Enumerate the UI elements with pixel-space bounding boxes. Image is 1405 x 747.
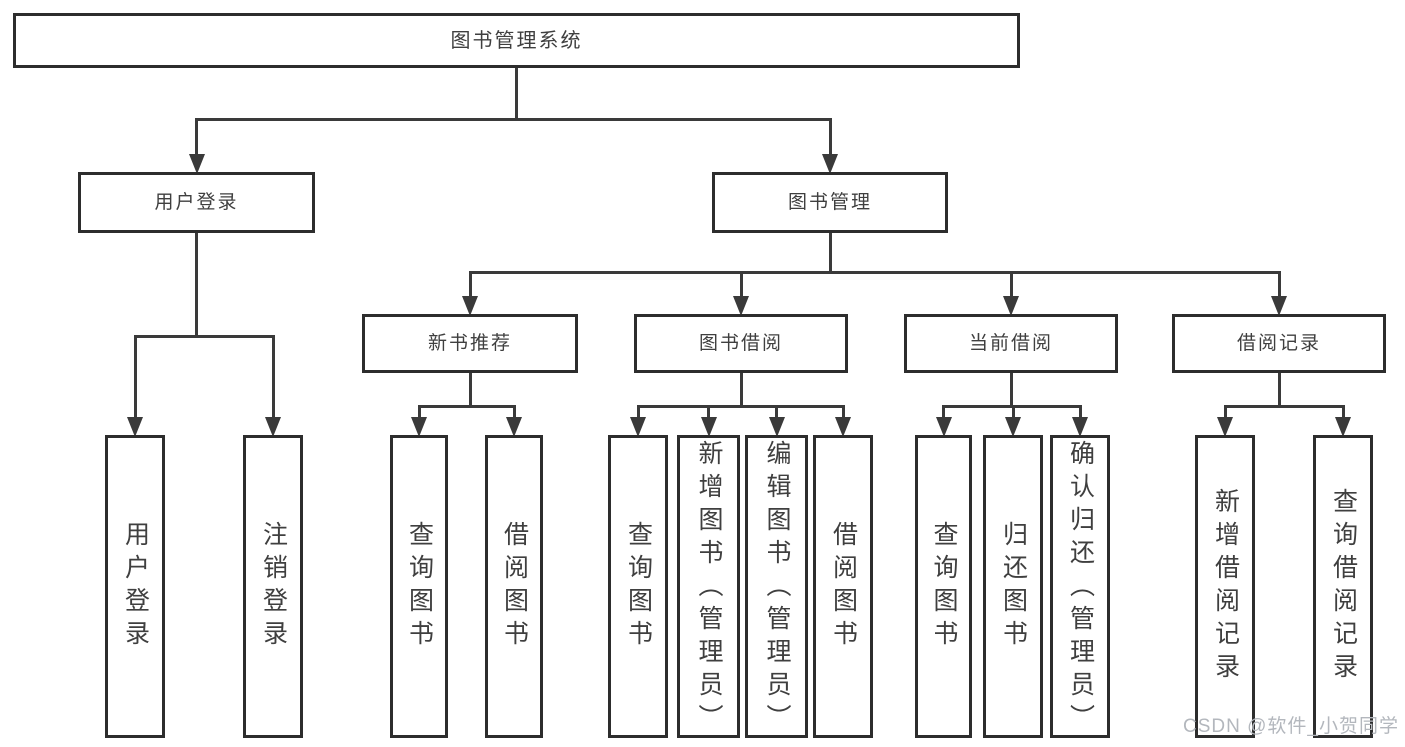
arrowhead-leaf-return-book (1005, 417, 1021, 437)
tree-node-label: 归还图书 (999, 520, 1028, 653)
arrowhead-leaf-logout (265, 417, 281, 437)
tree-node-leaf-query-book-1: 查询图书 (390, 435, 448, 738)
connector-drop-leaf-query-book-1 (417, 406, 421, 417)
tree-node-label: 注销登录 (259, 520, 288, 653)
connector-rail-borrow-records (1223, 404, 1345, 408)
arrowhead-leaf-borrow-book-2 (835, 417, 851, 437)
tree-node-leaf-add-record: 新增借阅记录 (1195, 435, 1255, 738)
tree-node-label: 查询借阅记录 (1329, 487, 1358, 686)
connector-drop-leaf-query-book-2 (636, 406, 640, 417)
connector-drop-leaf-add-record (1223, 406, 1227, 417)
connector-drop-new-book-rec (468, 272, 472, 296)
tree-node-book-mgmt: 图书管理 (712, 172, 948, 233)
tree-node-label: 借阅记录 (1236, 333, 1321, 354)
tree-node-label: 图书管理 (787, 192, 872, 213)
arrowhead-leaf-query-book-2 (630, 417, 646, 437)
connector-drop-leaf-add-book (707, 406, 710, 417)
tree-node-root: 图书管理系统 (13, 13, 1020, 68)
tree-node-label: 用户登录 (121, 520, 150, 653)
tree-node-label: 用户登录 (154, 192, 239, 213)
arrowhead-leaf-query-book-3 (935, 417, 952, 437)
tree-node-leaf-edit-book: 编辑图书（管理员） (745, 435, 808, 738)
connector-drop-leaf-borrow-book-2 (841, 406, 845, 417)
tree-node-label: 图书管理系统 (450, 29, 583, 52)
tree-node-label: 编辑图书（管理员） (763, 439, 791, 737)
connector-drop-book-mgmt (828, 119, 832, 154)
connector-stem-new-book-rec (468, 373, 472, 406)
tree-node-label: 图书借阅 (698, 333, 783, 354)
connector-drop-leaf-logout (271, 336, 275, 417)
connector-rail-book-borrow (636, 404, 845, 408)
tree-node-leaf-borrow-book-1: 借阅图书 (485, 435, 543, 738)
connector-stem-book-borrow (739, 373, 743, 406)
tree-node-label: 借阅图书 (829, 520, 858, 653)
arrowhead-leaf-user-login (127, 417, 143, 437)
tree-node-leaf-query-book-3: 查询图书 (915, 435, 972, 738)
tree-node-label: 新增借阅记录 (1211, 487, 1240, 686)
tree-node-user-login: 用户登录 (78, 172, 315, 233)
arrowhead-current-borrow (1003, 296, 1019, 316)
connector-rail-root (195, 117, 832, 121)
arrowhead-book-borrow (733, 296, 749, 316)
arrowhead-leaf-add-record (1217, 417, 1233, 437)
arrowhead-new-book-rec (462, 296, 478, 316)
connector-drop-leaf-user-login (133, 336, 137, 417)
tree-node-label: 确认归还（管理员） (1066, 439, 1095, 737)
tree-node-new-book-rec: 新书推荐 (362, 314, 578, 373)
arrowhead-leaf-query-record (1335, 417, 1351, 437)
arrowhead-leaf-confirm-return (1072, 417, 1088, 437)
arrowhead-book-mgmt (822, 154, 838, 174)
tree-node-leaf-logout: 注销登录 (243, 435, 303, 738)
tree-node-label: 查询图书 (405, 520, 434, 653)
connector-drop-borrow-records (1277, 272, 1281, 296)
connector-drop-leaf-return-book (1011, 406, 1015, 417)
tree-node-borrow-records: 借阅记录 (1172, 314, 1386, 373)
tree-node-leaf-return-book: 归还图书 (983, 435, 1043, 738)
connector-stem-borrow-records (1277, 373, 1281, 406)
connector-drop-leaf-query-record (1341, 406, 1345, 417)
connector-stem-book-mgmt (828, 233, 832, 272)
connector-stem-user-login (195, 233, 198, 336)
tree-node-current-borrow: 当前借阅 (904, 314, 1118, 373)
tree-node-label: 查询图书 (624, 520, 653, 653)
connector-rail-new-book-rec (417, 404, 516, 408)
tree-node-book-borrow: 图书借阅 (634, 314, 848, 373)
connector-drop-user-login (195, 119, 198, 154)
tree-node-leaf-user-login: 用户登录 (105, 435, 165, 738)
connector-drop-leaf-borrow-book-1 (512, 406, 516, 417)
connector-drop-current-borrow (1009, 272, 1013, 296)
tree-node-label: 查询图书 (930, 520, 958, 653)
arrowhead-leaf-add-book (700, 417, 717, 437)
connector-stem-root (515, 68, 518, 119)
connector-drop-leaf-confirm-return (1078, 406, 1082, 417)
tree-node-leaf-borrow-book-2: 借阅图书 (813, 435, 873, 738)
arrowhead-leaf-borrow-book-1 (506, 417, 522, 437)
tree-node-leaf-add-book: 新增图书（管理员） (677, 435, 740, 738)
csdn-watermark: CSDN @软件_小贺同学 (1183, 716, 1399, 737)
connector-stem-current-borrow (1009, 373, 1013, 406)
arrowhead-borrow-records (1271, 296, 1287, 316)
tree-node-leaf-query-record: 查询借阅记录 (1313, 435, 1373, 738)
tree-node-label: 当前借阅 (968, 333, 1053, 354)
connector-rail-book-mgmt (468, 270, 1281, 274)
tree-node-label: 借阅图书 (500, 520, 529, 653)
connector-rail-user-login (133, 334, 275, 338)
connector-drop-book-borrow (739, 272, 743, 296)
arrowhead-user-login (188, 154, 205, 174)
connector-drop-leaf-query-book-3 (942, 406, 945, 417)
tree-node-leaf-query-book-2: 查询图书 (608, 435, 668, 738)
arrowhead-leaf-edit-book (768, 417, 785, 437)
tree-node-leaf-confirm-return: 确认归还（管理员） (1050, 435, 1110, 738)
connector-drop-leaf-edit-book (775, 406, 778, 417)
tree-node-label: 新书推荐 (427, 333, 512, 354)
arrowhead-leaf-query-book-1 (411, 417, 427, 437)
tree-node-label: 新增图书（管理员） (695, 439, 723, 737)
